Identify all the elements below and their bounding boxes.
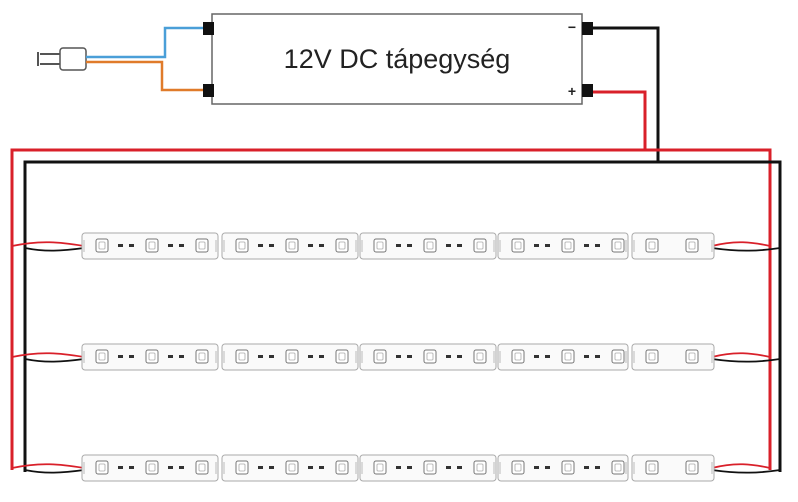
led-strip-segment bbox=[81, 343, 219, 371]
row-left-black-wire bbox=[24, 358, 85, 363]
resistor bbox=[545, 244, 550, 247]
resistor bbox=[308, 355, 313, 358]
row-right-black-wire bbox=[711, 358, 781, 363]
negative-terminal-label: − bbox=[568, 19, 576, 35]
resistor bbox=[269, 466, 274, 469]
resistor bbox=[396, 355, 401, 358]
resistor bbox=[595, 244, 600, 247]
resistor bbox=[595, 355, 600, 358]
resistor bbox=[179, 244, 184, 247]
power-plug-icon bbox=[37, 47, 87, 71]
resistor bbox=[457, 244, 462, 247]
resistor bbox=[179, 466, 184, 469]
resistor bbox=[595, 466, 600, 469]
resistor bbox=[446, 466, 451, 469]
resistor bbox=[584, 466, 589, 469]
resistor bbox=[545, 466, 550, 469]
resistor bbox=[258, 466, 263, 469]
led-strip-row bbox=[11, 232, 781, 260]
resistor bbox=[269, 244, 274, 247]
resistor bbox=[308, 244, 313, 247]
resistor bbox=[319, 244, 324, 247]
led-strip-segment bbox=[359, 232, 497, 260]
resistor bbox=[129, 244, 134, 247]
resistor bbox=[534, 466, 539, 469]
blue-wire bbox=[86, 26, 205, 59]
resistor bbox=[584, 244, 589, 247]
resistor bbox=[269, 355, 274, 358]
resistor bbox=[129, 355, 134, 358]
resistor bbox=[168, 466, 173, 469]
resistor bbox=[168, 244, 173, 247]
resistor bbox=[168, 355, 173, 358]
negative-bus bbox=[23, 160, 782, 472]
row-left-black-wire bbox=[24, 247, 85, 252]
resistor bbox=[396, 466, 401, 469]
psu-label: 12V DC tápegység bbox=[284, 44, 511, 74]
resistor bbox=[258, 244, 263, 247]
led-strip-segment bbox=[81, 454, 219, 482]
led-strip-row bbox=[11, 454, 781, 482]
resistor bbox=[118, 466, 123, 469]
positive-terminal-label: + bbox=[568, 83, 576, 99]
resistor bbox=[584, 355, 589, 358]
resistor bbox=[446, 244, 451, 247]
positive-bus bbox=[10, 148, 772, 470]
resistor bbox=[407, 355, 412, 358]
resistor bbox=[179, 355, 184, 358]
resistor bbox=[545, 355, 550, 358]
resistor bbox=[308, 466, 313, 469]
led-strip-segment bbox=[497, 343, 629, 371]
led-strip-segment bbox=[497, 232, 629, 260]
orange-wire bbox=[86, 60, 205, 92]
row-right-black-wire bbox=[711, 469, 781, 474]
positive-output-wire bbox=[593, 90, 647, 150]
row-left-black-wire bbox=[24, 469, 85, 474]
row-left-red-wire bbox=[11, 463, 85, 469]
led-strip-segment bbox=[359, 454, 497, 482]
resistor bbox=[457, 466, 462, 469]
led-strip-segment bbox=[497, 454, 629, 482]
led-strip-segment bbox=[631, 454, 715, 482]
negative-output-wire bbox=[593, 26, 660, 162]
led-strip-segment bbox=[631, 343, 715, 371]
resistor bbox=[396, 244, 401, 247]
resistor bbox=[407, 244, 412, 247]
resistor bbox=[129, 466, 134, 469]
resistor bbox=[118, 244, 123, 247]
resistor bbox=[407, 466, 412, 469]
led-strip-segment bbox=[221, 343, 359, 371]
row-left-red-wire bbox=[11, 241, 85, 247]
row-right-red-wire bbox=[711, 241, 771, 247]
resistor bbox=[457, 355, 462, 358]
resistor bbox=[118, 355, 123, 358]
led-strip-segment bbox=[221, 232, 359, 260]
led-strip-segment bbox=[359, 343, 497, 371]
row-right-black-wire bbox=[711, 247, 781, 252]
resistor bbox=[534, 244, 539, 247]
row-left-red-wire bbox=[11, 352, 85, 358]
row-right-red-wire bbox=[711, 352, 771, 358]
resistor bbox=[446, 355, 451, 358]
row-right-red-wire bbox=[711, 463, 771, 469]
led-strip-segment bbox=[631, 232, 715, 260]
resistor bbox=[319, 466, 324, 469]
resistor bbox=[258, 355, 263, 358]
power-supply: 12V DC tápegység − + bbox=[203, 13, 593, 105]
led-strip-row bbox=[11, 343, 781, 371]
resistor bbox=[319, 355, 324, 358]
led-strip-segment bbox=[221, 454, 359, 482]
led-strip-segment bbox=[81, 232, 219, 260]
resistor bbox=[534, 355, 539, 358]
